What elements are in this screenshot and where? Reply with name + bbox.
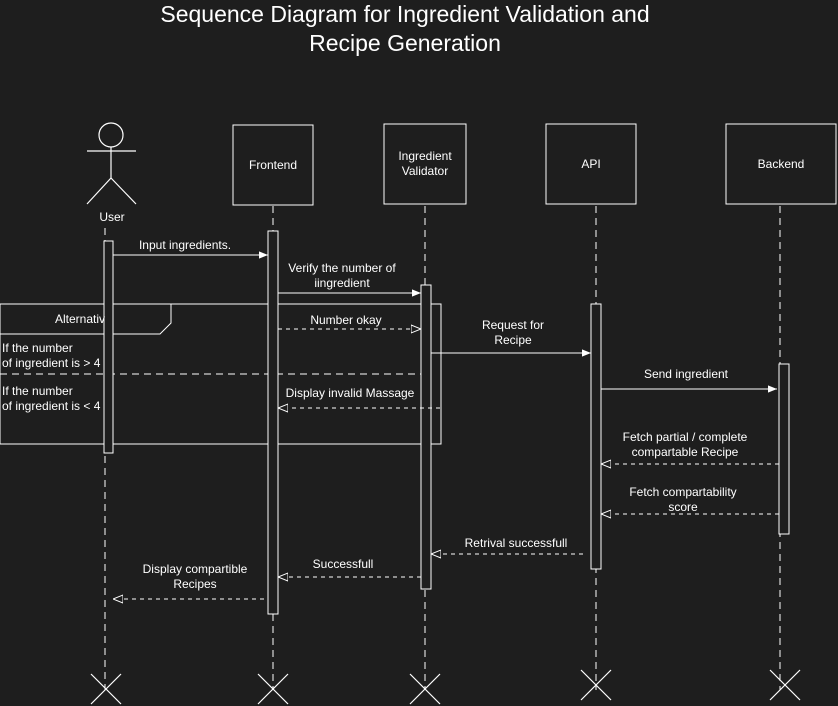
alt-guard-1-line1: If the number	[2, 341, 73, 355]
display-compartible-label-line1: Display compartible	[142, 562, 248, 576]
api-label: API	[546, 124, 636, 204]
backend-activation	[778, 363, 790, 535]
number-okay-label: Number okay	[310, 313, 382, 327]
user-actor-icon	[86, 122, 137, 205]
alt-guard-2: If the number of ingredient is < 4	[2, 384, 100, 414]
frontend-activation	[267, 230, 279, 615]
fetch-score-label: Fetch compartability score	[613, 485, 753, 515]
alt-guard-1-line2: of ingredient is > 4	[2, 356, 101, 370]
diagram-title-line1: Sequence Diagram for Ingredient Validati…	[160, 1, 650, 27]
validator-label-line1: Ingredient	[398, 149, 452, 163]
alt-fragment-label: Alternativ	[55, 312, 106, 326]
frontend-participant-box	[232, 124, 314, 206]
api-label-text: API	[581, 156, 601, 171]
send-ingredient-label: Send ingredient	[643, 367, 729, 381]
fetch-partial-label-line2: compartable Recipe	[631, 445, 739, 459]
diagram-title: Sequence Diagram for Ingredient Validati…	[120, 0, 690, 58]
request-recipe-label-line2: Recipe	[494, 333, 532, 347]
validator-label-line2: Validator	[401, 164, 449, 178]
successfull-label: Successfull	[312, 557, 374, 571]
fetch-score-label-line2: score	[668, 500, 698, 514]
request-recipe-label-line1: Request for	[481, 318, 545, 332]
verify-number-label-line1: Verify the number of	[288, 261, 396, 275]
frontend-label-text: Frontend	[248, 157, 298, 172]
display-compartible-label: Display compartible Recipes	[120, 562, 270, 592]
validator-activation-1	[420, 284, 432, 590]
alt-guard-2-line2: of ingredient is < 4	[2, 399, 101, 413]
api-activation	[590, 303, 602, 570]
api-destroy-icon	[580, 669, 612, 701]
fetch-score-label-line1: Fetch compartability	[629, 485, 737, 499]
api-participant-box	[545, 123, 637, 205]
validator-participant-box	[383, 123, 467, 205]
verify-number-label: Verify the number of iingredient	[272, 261, 412, 291]
frontend-destroy-icon	[257, 673, 289, 705]
alt-guard-1: If the number of ingredient is > 4	[2, 341, 100, 371]
verify-number-label-line2: iingredient	[314, 276, 370, 290]
backend-participant-box	[725, 123, 837, 205]
validator-label: Ingredient Validator	[384, 124, 466, 204]
user-activation	[103, 240, 114, 454]
user-destroy-icon	[90, 673, 122, 705]
validator-activation-2	[430, 303, 442, 445]
frontend-label: Frontend	[233, 125, 313, 205]
fetch-partial-label-line1: Fetch partial / complete	[622, 430, 748, 444]
validator-destroy-icon	[409, 673, 441, 705]
retrival-successfull-label: Retrival successfull	[464, 536, 568, 550]
user-label: User	[99, 210, 125, 224]
display-invalid-label: Display invalid Massage	[285, 386, 415, 400]
input-ingredients-label: Input ingredients.	[138, 238, 232, 252]
backend-label-text: Backend	[757, 156, 805, 171]
request-recipe-label: Request for Recipe	[468, 318, 558, 348]
backend-destroy-icon	[769, 669, 801, 701]
diagram-title-line2: Recipe Generation	[309, 30, 501, 56]
display-compartible-label-line2: Recipes	[173, 577, 217, 591]
fetch-partial-label: Fetch partial / complete compartable Rec…	[610, 430, 760, 460]
alt-guard-2-line1: If the number	[2, 384, 73, 398]
backend-label: Backend	[726, 124, 836, 204]
